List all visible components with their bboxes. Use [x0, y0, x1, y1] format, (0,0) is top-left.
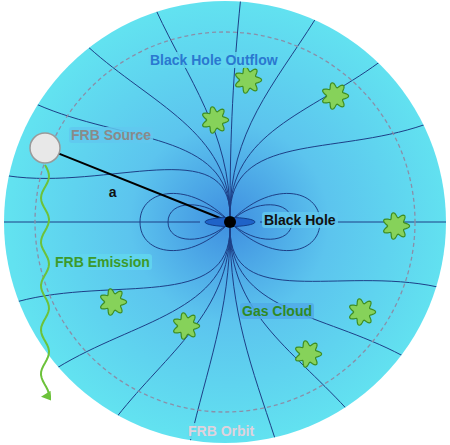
gas-clouds: [101, 67, 410, 367]
node-label: FRB Source: [69, 127, 153, 143]
frb-source: FRB Source: [29, 132, 153, 164]
node-label: Black Hole: [262, 212, 338, 228]
region-label: FRB Emission: [53, 254, 152, 270]
distance-line: [59, 154, 230, 222]
region-label: Black Hole Outflow: [148, 52, 280, 68]
edge-label: a: [107, 184, 119, 200]
region-label: Gas Cloud: [240, 303, 314, 319]
black-hole: Black Hole: [204, 211, 338, 233]
orbit-circle: [35, 32, 415, 412]
region-label: FRB Orbit: [186, 423, 256, 439]
emission-wave: [41, 165, 49, 396]
